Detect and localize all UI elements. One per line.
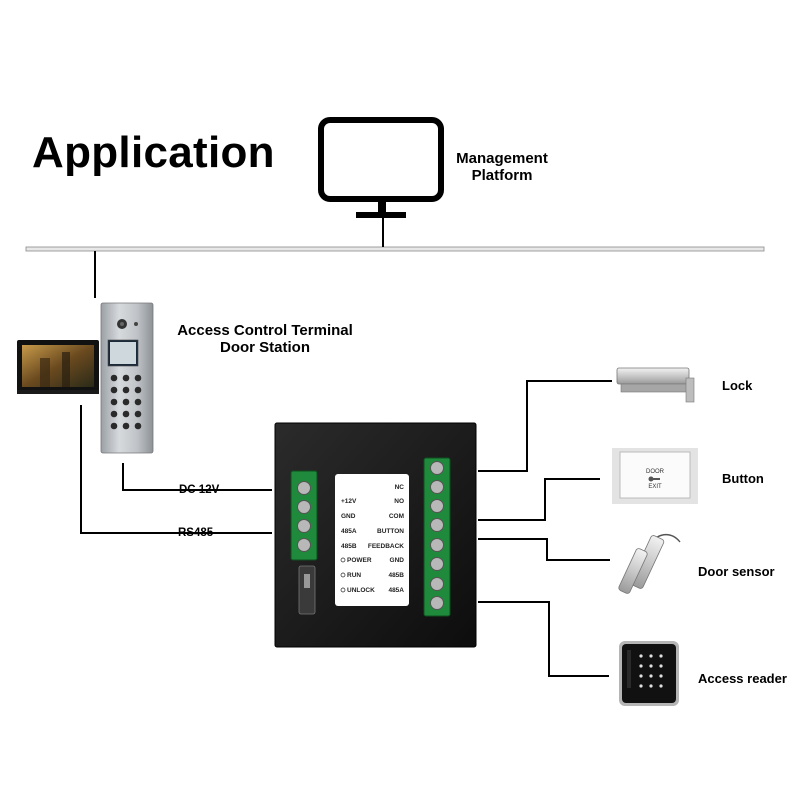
door-sensor-device — [618, 533, 681, 594]
panel-right-label-7: 485A — [388, 587, 404, 594]
panel-right-label-1: NO — [394, 498, 404, 505]
access-reader-label: Access reader — [698, 671, 787, 686]
door-station-device — [100, 302, 154, 454]
exit-button-line1: DOOR — [646, 469, 665, 475]
panel-left-label-4: POWER — [347, 557, 372, 564]
management-platform-label: Management Platform — [446, 150, 558, 184]
door-sensor-label: Door sensor — [698, 564, 775, 579]
panel-left-label-3: 485B — [341, 543, 357, 550]
panel-right-label-5: GND — [390, 557, 405, 564]
network-bus — [25, 246, 765, 252]
monitor-icon — [318, 117, 444, 247]
panel-right-label-4: FEEDBACK — [368, 543, 404, 550]
terminal-line2: Door Station — [220, 339, 310, 356]
controller-box: +12V GND 485A 485B POWER RUN UNLOCK NC N… — [274, 422, 477, 648]
panel-left-label-2: 485A — [341, 528, 357, 535]
panel-left-label-1: GND — [341, 513, 356, 520]
access-reader-device — [619, 641, 679, 706]
magnetic-lock-device — [616, 367, 695, 403]
input-wires — [80, 405, 272, 534]
management-line1: Management — [456, 150, 548, 167]
management-line2: Platform — [471, 167, 533, 184]
output-wires — [478, 380, 612, 677]
panel-left-label-5: RUN — [347, 572, 361, 579]
exit-button-line2: EXIT — [648, 484, 662, 490]
panel-right-label-0: NC — [395, 484, 405, 491]
terminal-line1: Access Control Terminal — [177, 322, 353, 339]
panel-left-label-6: UNLOCK — [347, 587, 375, 594]
right-screw-terminals — [430, 461, 444, 610]
exit-button-device: DOOR EXIT — [612, 448, 698, 504]
indoor-monitor-device — [17, 340, 99, 394]
page-title: Application — [32, 128, 275, 177]
terminal-label: Access Control Terminal Door Station — [160, 322, 370, 356]
lock-label: Lock — [722, 378, 753, 393]
left-screw-terminals — [297, 481, 311, 552]
panel-right-label-6: 485B — [388, 572, 404, 579]
panel-right-label-2: COM — [389, 513, 404, 520]
button-label: Button — [722, 471, 764, 486]
panel-left-label-0: +12V — [341, 498, 357, 505]
panel-right-label-3: BUTTON — [377, 528, 404, 535]
